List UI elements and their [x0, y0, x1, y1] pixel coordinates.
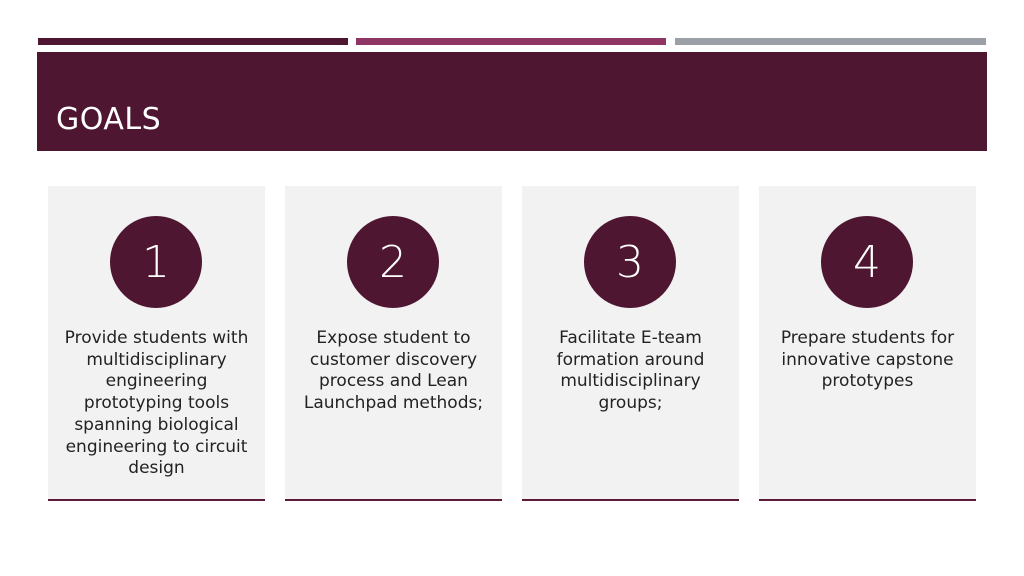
goal-number-badge: 2 — [347, 216, 439, 308]
goal-card-2: 2 Expose student to customer discovery p… — [285, 186, 502, 501]
title-banner: GOALS — [37, 52, 987, 151]
slide-title: GOALS — [56, 102, 162, 137]
goal-text: Prepare students for innovative capstone… — [780, 328, 955, 392]
goal-text: Facilitate E-team formation around multi… — [556, 328, 705, 414]
accent-bar-magenta — [356, 38, 666, 45]
goal-text: Expose student to customer discovery pro… — [303, 328, 484, 414]
accent-bar-dark — [38, 38, 348, 45]
goal-number-badge: 1 — [110, 216, 202, 308]
goal-card-1: 1 Provide students with multidisciplinar… — [48, 186, 265, 501]
goal-card-3: 3 Facilitate E-team formation around mul… — [522, 186, 739, 501]
goal-number-badge: 3 — [584, 216, 676, 308]
goal-number-badge: 4 — [821, 216, 913, 308]
accent-bar-gray — [675, 38, 986, 45]
goal-text: Provide students with multidisciplinary … — [64, 328, 249, 479]
goal-card-4: 4 Prepare students for innovative capsto… — [759, 186, 976, 501]
